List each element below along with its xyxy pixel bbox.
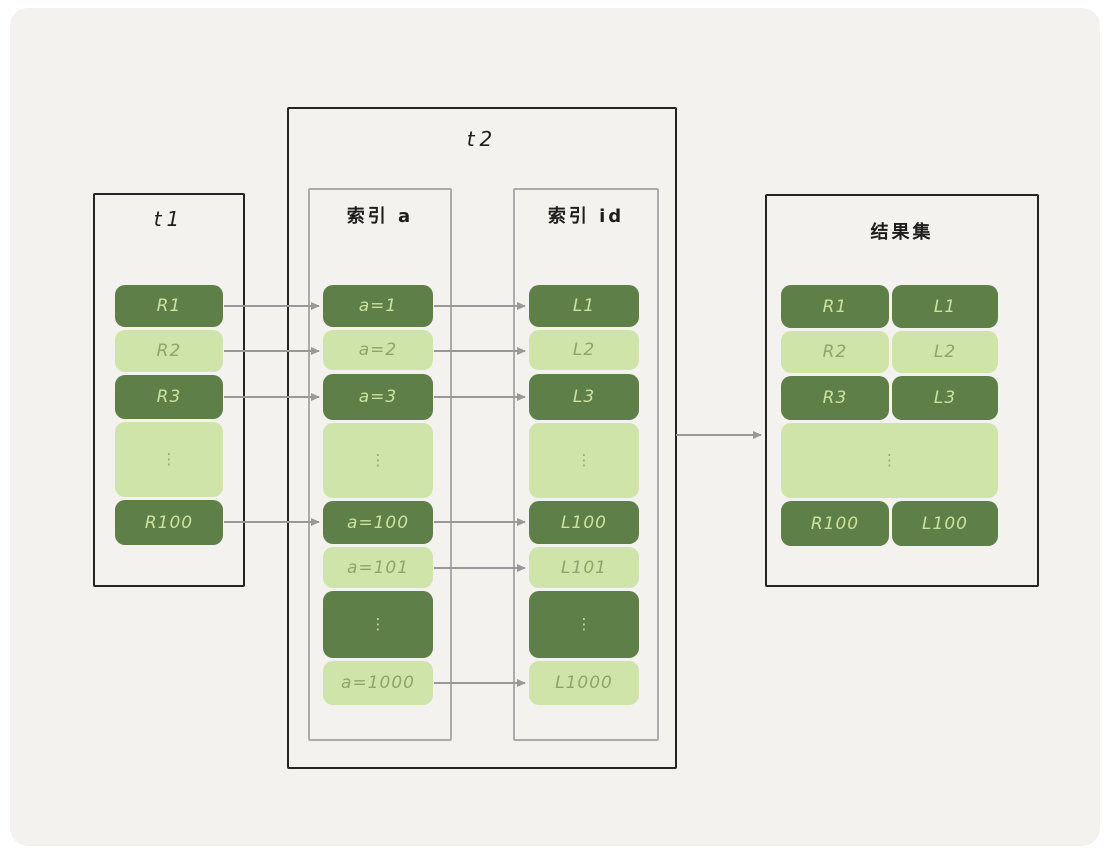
index-id-box: 索引 id <box>513 188 659 741</box>
index-a-row: a=101 <box>323 547 433 588</box>
index-id-row: L1000 <box>529 661 639 705</box>
result-row-right: L2 <box>892 331 998 373</box>
table-t1-title: t1 <box>153 207 185 231</box>
table-t1-box: t1 <box>93 193 245 587</box>
index-id-row: L2 <box>529 330 639 370</box>
index-a-box: 索引 a <box>308 188 452 741</box>
ellipsis-cell: ⋮ <box>323 423 433 498</box>
result-row-left: R2 <box>781 331 889 373</box>
result-row-left: R100 <box>781 501 889 546</box>
ellipsis-cell: ⋮ <box>781 423 998 498</box>
result-row-left: R3 <box>781 376 889 420</box>
ellipsis-cell: ⋮ <box>529 591 639 658</box>
index-a-title: 索引 a <box>346 206 414 227</box>
index-id-title: 索引 id <box>547 206 625 227</box>
index-id-row: L100 <box>529 501 639 544</box>
ellipsis-cell: ⋮ <box>115 422 223 497</box>
index-a-row: a=1 <box>323 285 433 327</box>
result-set-title: 结果集 <box>870 222 934 243</box>
t1-row: R3 <box>115 375 223 419</box>
index-a-row: a=1000 <box>323 661 433 705</box>
result-row-left: R1 <box>781 285 889 328</box>
table-t2-title: t2 <box>466 127 498 151</box>
index-id-row: L101 <box>529 547 639 588</box>
table-t2-box: t2 <box>287 107 677 769</box>
ellipsis-cell: ⋮ <box>323 591 433 658</box>
result-row-right: L100 <box>892 501 998 546</box>
index-a-row: a=2 <box>323 330 433 370</box>
index-a-row: a=3 <box>323 374 433 420</box>
index-id-row: L1 <box>529 285 639 327</box>
t1-row: R100 <box>115 500 223 545</box>
ellipsis-cell: ⋮ <box>529 423 639 498</box>
result-row-right: L3 <box>892 376 998 420</box>
index-id-row: L3 <box>529 374 639 420</box>
index-a-row: a=100 <box>323 501 433 544</box>
t1-row: R2 <box>115 330 223 372</box>
result-row-right: L1 <box>892 285 998 328</box>
result-set-box: 结果集 <box>765 194 1039 587</box>
t1-row: R1 <box>115 285 223 327</box>
